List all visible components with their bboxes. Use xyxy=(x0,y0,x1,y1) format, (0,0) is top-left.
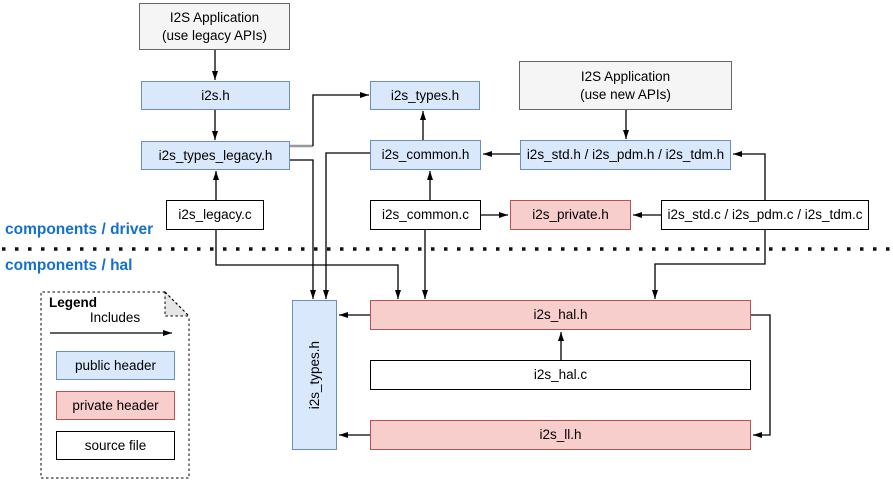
node-i2s-application-new: I2S Application (use new APIs) xyxy=(519,61,732,110)
node-i2s-legacy-c: i2s_legacy.c xyxy=(166,200,264,230)
node-label: (use legacy APIs) xyxy=(161,27,268,43)
node-label: I2S Application xyxy=(580,68,671,84)
legend-swatch-public-header: public header xyxy=(56,351,175,380)
node-label: i2s_common.h xyxy=(381,147,470,163)
edge-i2s-hal-h-to-i2s-ll-h xyxy=(751,314,771,438)
node-label: i2s_common.c xyxy=(381,207,470,223)
node-i2s-application-legacy: I2S Application (use legacy APIs) xyxy=(139,3,290,50)
node-i2s-common-h: i2s_common.h xyxy=(370,140,481,170)
node-i2s-h: i2s.h xyxy=(141,81,290,110)
legend-note-outline xyxy=(40,291,190,479)
section-label-components-driver: components / driver xyxy=(5,221,154,238)
node-label: (use new APIs) xyxy=(580,86,671,102)
edge-i2s-legacy-c-to-i2s-hal-h xyxy=(215,230,401,299)
node-i2s-std-pdm-tdm-h: i2s_std.h / i2s_pdm.h / i2s_tdm.h xyxy=(520,140,731,170)
edge-i2s-std-c-to-i2s-hal-h xyxy=(652,230,766,299)
node-i2s-types-h: i2s_types.h xyxy=(370,81,480,110)
node-i2s-ll-h: i2s_ll.h xyxy=(370,420,751,450)
edge-i2s-types-legacy-h-to-i2s-types-h xyxy=(312,92,369,146)
node-label: i2s_std.h / i2s_pdm.h / i2s_tdm.h xyxy=(526,147,725,163)
edge-i2s-common-h-to-hal-i2s-types-h xyxy=(323,152,370,299)
edge-i2s-std-c-to-i2s-std-h xyxy=(733,151,766,200)
legend: Legend Includes public header private he… xyxy=(40,291,190,479)
node-label: i2s_private.h xyxy=(532,207,609,223)
node-label: i2s_ll.h xyxy=(539,427,582,443)
node-i2s-hal-h: i2s_hal.h xyxy=(370,300,751,330)
node-label: i2s_types_legacy.h xyxy=(158,147,273,163)
node-label: i2s_std.c / i2s_pdm.c / i2s_tdm.c xyxy=(667,207,863,223)
node-i2s-common-c: i2s_common.c xyxy=(370,200,481,230)
node-label: i2s_hal.h xyxy=(533,307,588,323)
legend-swatch-source-file: source file xyxy=(56,431,175,460)
node-hal-i2s-types-h: i2s_types.h xyxy=(292,300,337,450)
section-label-components-hal: components / hal xyxy=(5,257,133,274)
node-i2s-types-legacy-h: i2s_types_legacy.h xyxy=(141,141,290,170)
legend-includes-arrow xyxy=(50,330,172,336)
node-i2s-hal-c: i2s_hal.c xyxy=(370,360,751,390)
node-label: i2s_hal.c xyxy=(533,367,588,383)
node-label: i2s_legacy.c xyxy=(178,207,252,223)
legend-item-label: public header xyxy=(74,357,157,373)
legend-swatch-private-header: private header xyxy=(56,391,175,420)
node-label: i2s.h xyxy=(201,87,230,103)
node-label: i2s_types.h xyxy=(306,340,322,410)
node-label: I2S Application xyxy=(169,9,260,25)
node-i2s-private-h: i2s_private.h xyxy=(510,200,631,230)
node-label: i2s_types.h xyxy=(390,87,460,103)
edge-i2s-types-legacy-h-to-hal-i2s-types-h xyxy=(290,159,316,299)
legend-includes-label: Includes xyxy=(89,310,141,325)
legend-title: Legend xyxy=(49,295,98,310)
legend-item-label: source file xyxy=(84,437,147,453)
legend-item-label: private header xyxy=(72,397,159,413)
node-i2s-std-pdm-tdm-c: i2s_std.c / i2s_pdm.c / i2s_tdm.c xyxy=(661,200,869,230)
